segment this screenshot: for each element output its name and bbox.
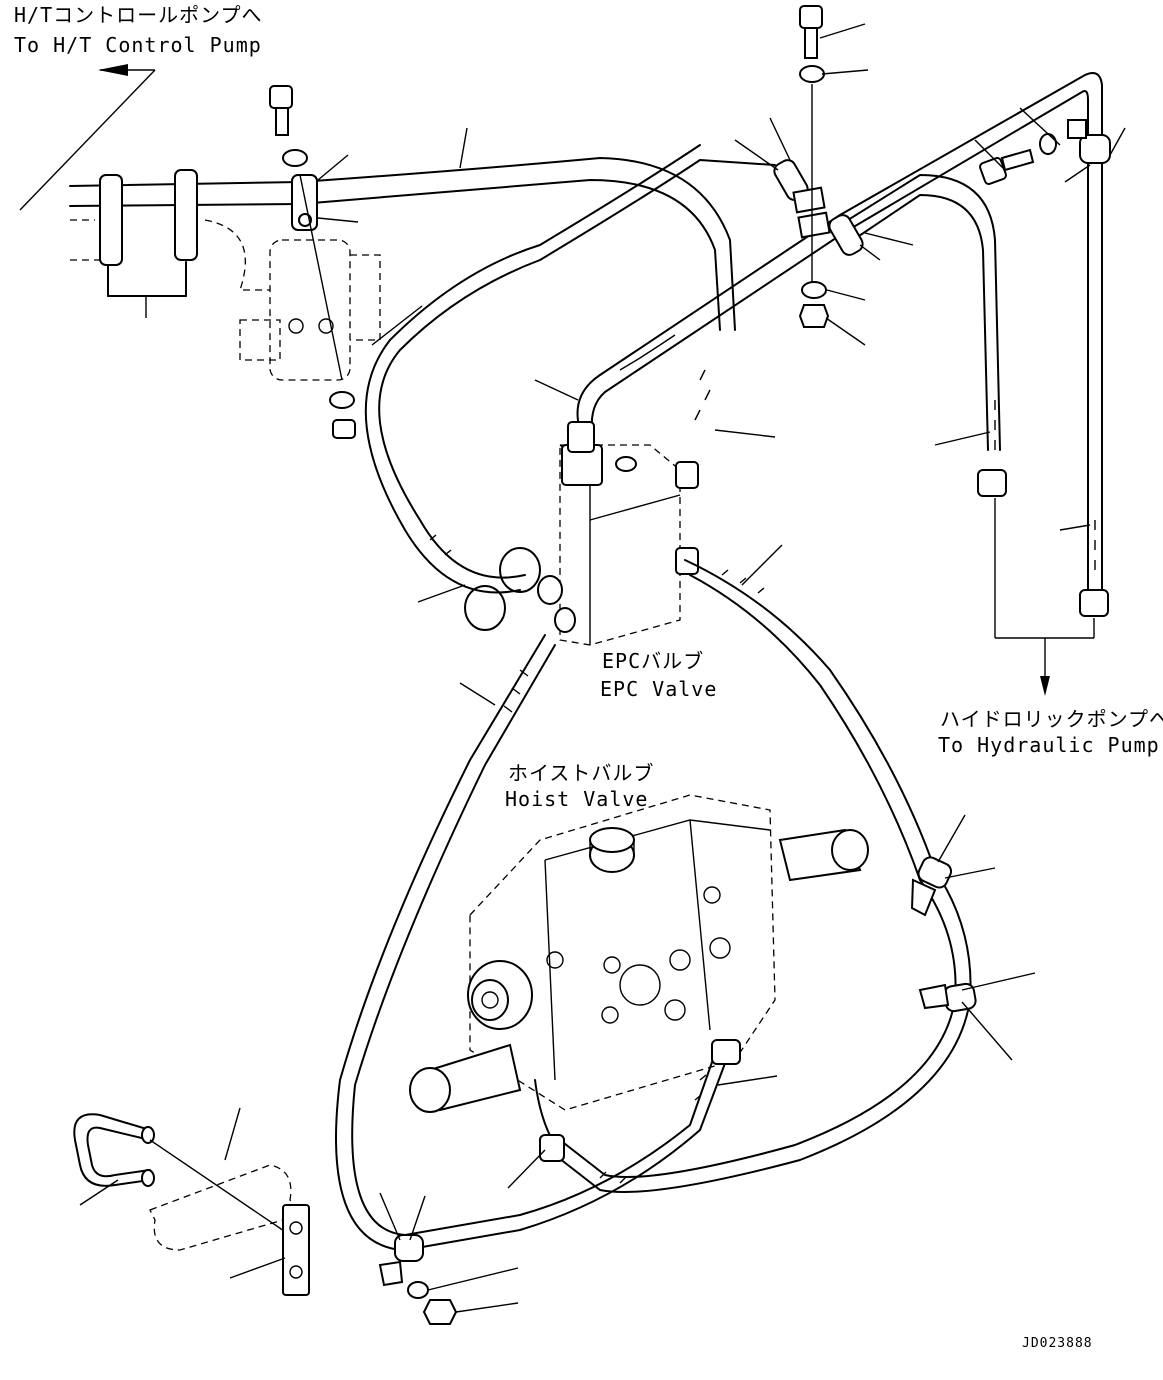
epc-to-hoist-left-pipe: [335, 634, 556, 1251]
epc-valve-label-jp: EPCバルブ: [602, 649, 705, 673]
ht-pump-label-jp: H/Tコントロールポンプへ: [14, 3, 263, 27]
pilot-loop-pipe: [364, 144, 776, 594]
return-pipe: [839, 174, 1001, 451]
hydraulic-pump-label-en: To Hydraulic Pump: [938, 733, 1160, 757]
hoist-valve-label-jp: ホイストバルブ: [508, 761, 655, 785]
epc-to-hoist-right-pipe: [554, 559, 972, 1193]
ht-control-pipe: [69, 157, 736, 331]
ht-pump-arrow: [19, 64, 156, 211]
hoist-bottom-pipe: [404, 1039, 741, 1251]
hoist-valve-body: [409, 794, 869, 1113]
pipe-clamps-top: [773, 119, 1111, 256]
epc-valve-body: [464, 421, 699, 646]
hoist-valve-label-en: Hoist Valve: [505, 787, 649, 811]
ht-pump-label-en: To H/T Control Pump: [14, 33, 262, 57]
epc-valve-label-en: EPC Valve: [600, 677, 718, 701]
pump-fittings: [977, 469, 1109, 696]
pipe-hose-hatching: [619, 334, 1096, 570]
ht-pipe-clamps: [99, 169, 318, 318]
ht-bolt-washer-nut: [269, 85, 356, 439]
hydraulic-pump-label-jp: ハイドロリックポンプへ: [940, 707, 1163, 731]
pipe-clamps-right: [910, 856, 977, 1013]
bottom-clamp-set: [378, 1234, 458, 1325]
clamp-bolt-set: [798, 5, 1057, 328]
epc-hose-hatching: [429, 534, 765, 1184]
drawing-code: JD023888: [1022, 1336, 1093, 1351]
u-bolt-assembly: [73, 1113, 310, 1296]
ht-bracket-outline: [70, 219, 381, 381]
leader-lines: [79, 23, 1126, 1313]
